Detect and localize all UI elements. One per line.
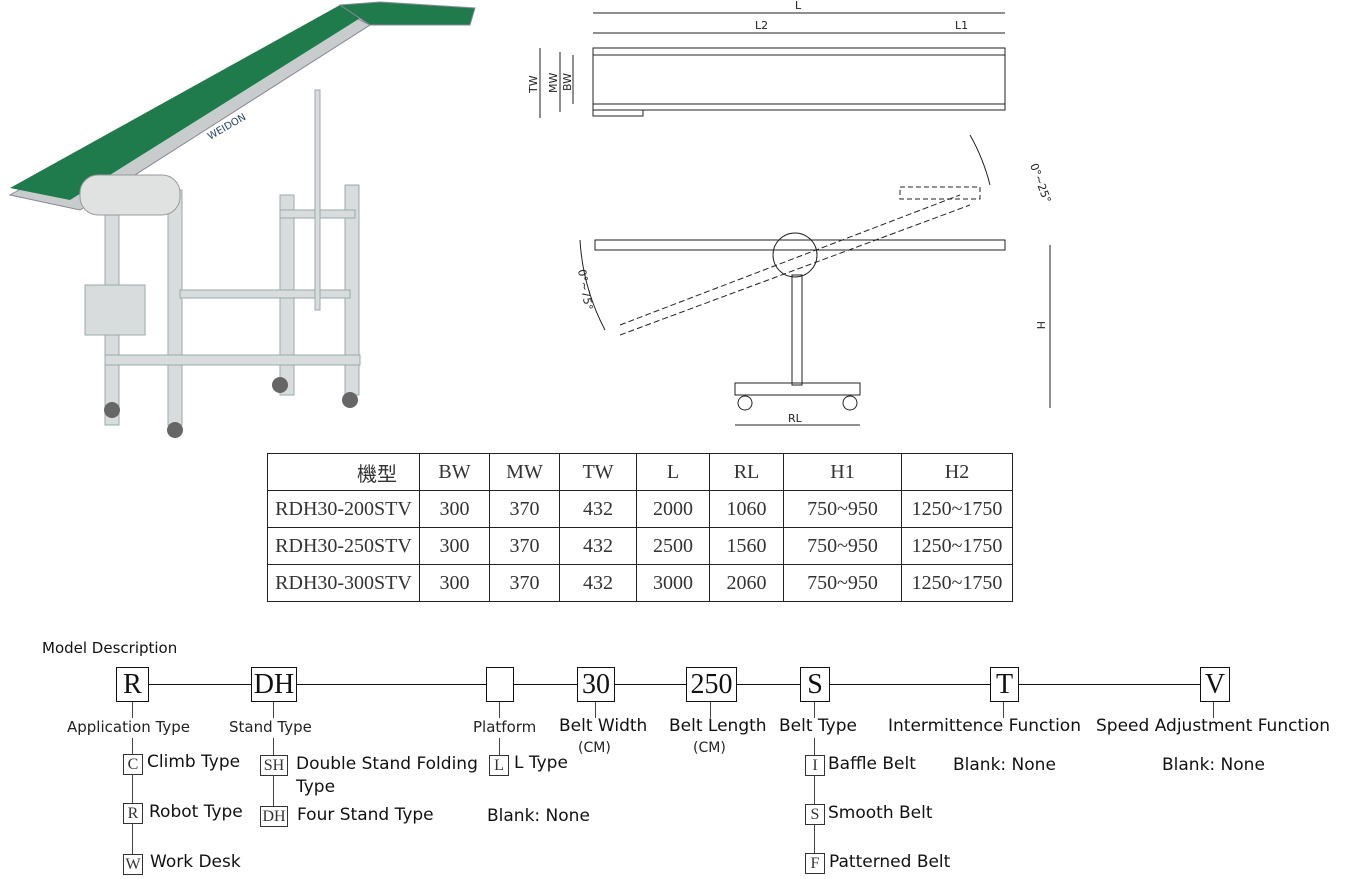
cell: 2000 — [636, 490, 710, 528]
code-box-belt-type: S — [800, 667, 830, 702]
option-code: DH — [260, 806, 288, 827]
cell: RDH30-200STV — [267, 490, 420, 528]
header-model: 機型 — [267, 453, 420, 491]
side-view-drawing: 0°~25° 0°~75° H RL — [575, 134, 1053, 426]
intermittence-blank-none: Blank: None — [953, 755, 1056, 775]
cell: 750~950 — [783, 527, 902, 565]
code-box-belt-length: 250 — [686, 667, 737, 702]
option-code: S — [805, 804, 825, 825]
label-belt-width: Belt Width — [559, 716, 648, 736]
dim-L: L — [795, 0, 802, 12]
option-robot-type: Robot Type — [149, 802, 243, 822]
option-code: R — [123, 803, 143, 824]
dim-RL: RL — [788, 412, 803, 425]
cell: 1250~1750 — [901, 490, 1013, 528]
platform-blank-none: Blank: None — [487, 806, 590, 826]
code-box-stand: DH — [251, 667, 297, 702]
header-tw: TW — [559, 453, 637, 491]
option-code: I — [805, 755, 825, 776]
cell: 370 — [489, 527, 560, 565]
cell: 300 — [419, 527, 490, 565]
code-box-intermittence: T — [990, 667, 1019, 702]
cell: 2500 — [636, 527, 710, 565]
cell: 750~950 — [783, 564, 902, 602]
dim-BW: BW — [561, 73, 574, 91]
option-code: F — [805, 853, 825, 874]
header-mw: MW — [489, 453, 560, 491]
header-h2: H2 — [901, 453, 1013, 491]
table-header-row: 機型 BW MW TW L RL H1 H2 — [267, 453, 1013, 491]
conveyor-photo: WEIDON — [8, 1, 476, 438]
option-smooth-belt: Smooth Belt — [828, 803, 933, 823]
cell: RDH30-250STV — [267, 527, 420, 565]
label-belt-length: Belt Length — [669, 716, 767, 736]
label-platform: Platform — [473, 718, 537, 736]
option-l-type: L Type — [514, 753, 568, 773]
header-h1: H1 — [783, 453, 902, 491]
cell: 1060 — [709, 490, 784, 528]
model-connector-line — [132, 684, 1214, 685]
label-speed-adjustment: Speed Adjustment Function — [1096, 716, 1331, 736]
cell: 300 — [419, 564, 490, 602]
cell: 300 — [419, 490, 490, 528]
code-box-platform — [486, 667, 514, 702]
option-code: C — [123, 754, 143, 775]
option-four-stand: Four Stand Type — [297, 805, 434, 825]
cell: 432 — [559, 490, 637, 528]
cell: 432 — [559, 564, 637, 602]
unit-belt-length: (CM) — [693, 740, 726, 756]
header-bw: BW — [419, 453, 490, 491]
option-code: W — [123, 854, 143, 875]
option-code: L — [489, 755, 509, 776]
dim-MW: MW — [547, 73, 560, 93]
dim-H: H — [1034, 321, 1047, 329]
speed-blank-none: Blank: None — [1162, 755, 1265, 775]
cell: 3000 — [636, 564, 710, 602]
option-baffle-belt: Baffle Belt — [828, 754, 916, 774]
option-climb-type: Climb Type — [147, 752, 241, 772]
cell: 1250~1750 — [901, 527, 1013, 565]
code-box-speed: V — [1200, 667, 1230, 702]
label-application-type: Application Type — [67, 718, 191, 736]
cell: 1250~1750 — [901, 564, 1013, 602]
model-description-title: Model Description — [42, 639, 178, 657]
cell: 2060 — [709, 564, 784, 602]
cell: RDH30-300STV — [267, 564, 420, 602]
dim-L1: L1 — [955, 19, 968, 32]
header-l: L — [636, 453, 710, 491]
option-code: SH — [260, 755, 288, 776]
code-box-belt-width: 30 — [577, 667, 615, 702]
cell: 1560 — [709, 527, 784, 565]
angle-up-label: 0°~25° — [1027, 162, 1053, 205]
dim-TW: TW — [527, 75, 540, 94]
option-double-stand-folding-line2: Type — [296, 777, 336, 797]
option-patterned-belt: Patterned Belt — [829, 852, 951, 872]
dim-L2: L2 — [755, 19, 768, 32]
label-intermittence: Intermittence Function — [888, 716, 1081, 736]
header-rl: RL — [709, 453, 784, 491]
label-stand-type: Stand Type — [229, 718, 312, 736]
angle-down-label: 0°~75° — [575, 268, 595, 311]
cell: 750~950 — [783, 490, 902, 528]
code-box-application: R — [116, 667, 149, 702]
top-view-drawing: L L2 L1 TW MW BW — [527, 0, 1006, 118]
cell: 370 — [489, 490, 560, 528]
option-double-stand-folding: Double Stand Folding — [296, 754, 478, 774]
cell: 432 — [559, 527, 637, 565]
cell: 370 — [489, 564, 560, 602]
label-belt-type: Belt Type — [779, 716, 857, 736]
option-work-desk: Work Desk — [150, 852, 241, 872]
unit-belt-width: (CM) — [578, 740, 611, 756]
